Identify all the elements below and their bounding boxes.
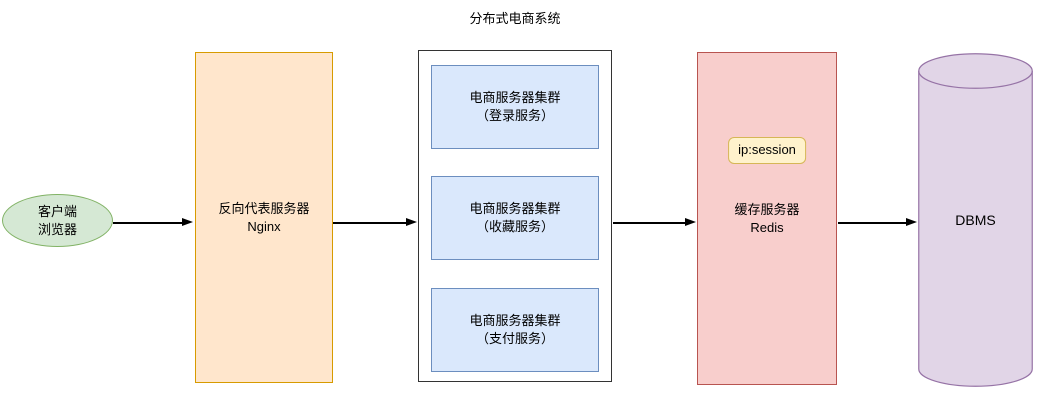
cluster-favorites-label-line2: （收藏服务） — [475, 219, 554, 234]
nginx-label-line2: Nginx — [247, 218, 281, 234]
dbms-label: DBMS — [955, 212, 996, 228]
cylinder-body — [918, 53, 1033, 387]
arrow-shaft — [333, 221, 407, 224]
cluster-node-favorites: 电商服务器集群 （收藏服务） — [431, 176, 599, 260]
dbms-node: DBMS — [918, 53, 1033, 387]
system-title: 分布式电商系统 — [469, 11, 561, 26]
arrow-system-to-redis — [613, 218, 696, 227]
arrow-nginx-to-system — [333, 218, 417, 227]
arrow-redis-to-dbms — [838, 218, 917, 227]
arrow-shaft — [613, 221, 686, 224]
arrow-shaft — [113, 221, 183, 224]
cluster-node-login: 电商服务器集群 （登录服务） — [431, 65, 599, 149]
cluster-login-label-line1: 电商服务器集群 — [469, 90, 561, 105]
cluster-payment-label-line1: 电商服务器集群 — [469, 313, 561, 328]
cluster-favorites-label-line1: 电商服务器集群 — [469, 201, 561, 216]
database-cylinder-icon — [918, 53, 1033, 387]
system-container: 电商服务器集群 （登录服务） 电商服务器集群 （收藏服务） 电商服务器集群 （支… — [418, 50, 612, 382]
client-browser-node: 客户端 浏览器 — [2, 194, 113, 247]
cluster-payment-label-line2: （支付服务） — [475, 331, 554, 346]
client-browser-label: 客户端 浏览器 — [38, 203, 77, 239]
client-browser-label-line1: 客户端 — [37, 203, 77, 219]
arrowhead-icon — [685, 218, 696, 226]
nginx-node: 反向代表服务器 Nginx — [195, 52, 333, 383]
ip-session-badge: ip:session — [728, 137, 806, 164]
cluster-node-payment: 电商服务器集群 （支付服务） — [431, 288, 599, 372]
arrowhead-icon — [906, 218, 917, 226]
nginx-label: 反向代表服务器 Nginx — [218, 200, 309, 236]
nginx-label-line1: 反向代表服务器 — [218, 200, 310, 216]
redis-label-line1: 缓存服务器 — [734, 201, 800, 217]
arrowhead-icon — [406, 218, 417, 226]
redis-label-line2: Redis — [750, 219, 784, 235]
cluster-login-label-line2: （登录服务） — [475, 108, 554, 123]
arrow-shaft — [838, 221, 907, 224]
redis-node: ip:session 缓存服务器 Redis — [697, 52, 837, 385]
redis-label: 缓存服务器 Redis — [734, 201, 799, 237]
arrowhead-icon — [182, 218, 193, 226]
arrow-client-to-nginx — [113, 218, 193, 227]
client-browser-label-line2: 浏览器 — [37, 221, 77, 237]
cylinder-rim — [918, 70, 1033, 89]
